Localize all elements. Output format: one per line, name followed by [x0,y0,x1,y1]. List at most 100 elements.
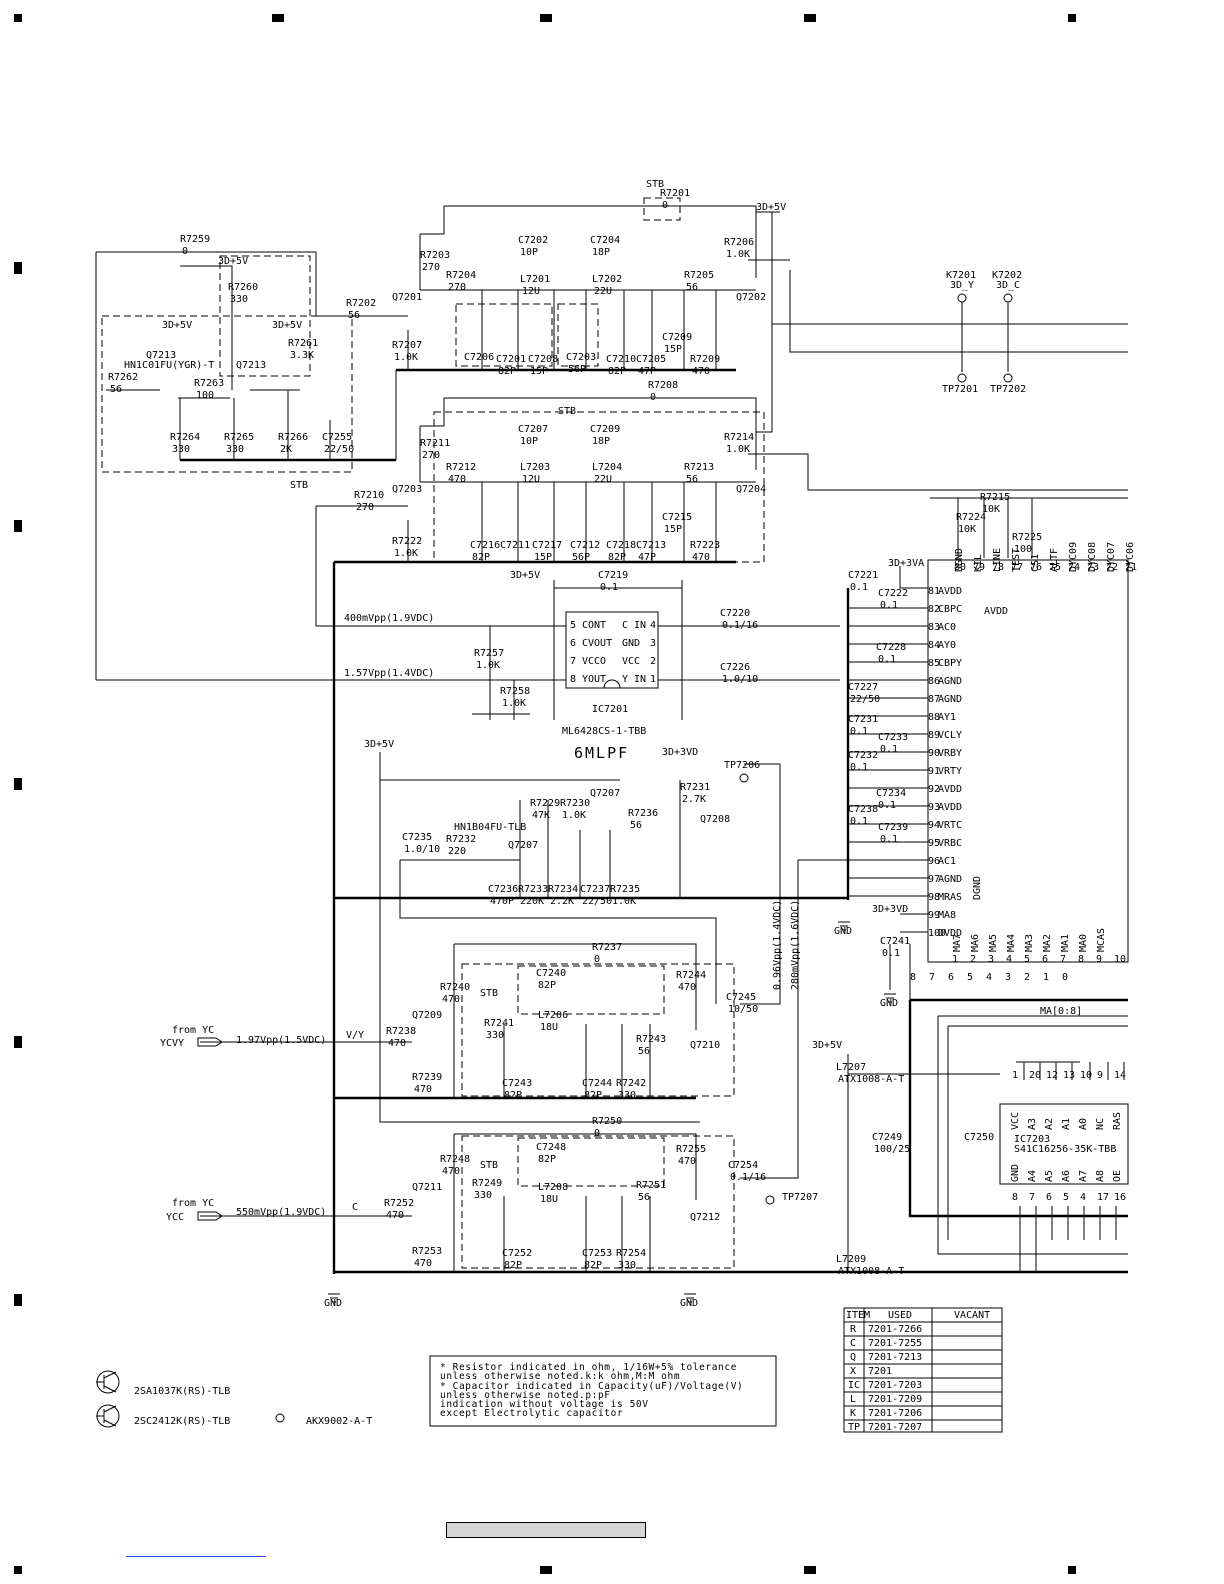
main-ic-pin-number: 90 [928,748,940,759]
ic7201-pin-name: GND [622,638,640,649]
main-ic-pin-name: VRBY [938,748,962,759]
component-ref: R7213 [684,462,714,473]
ic7203-pin-number: 20 [1029,1070,1041,1081]
table-cell: 7201-7255 [868,1338,922,1349]
ic7201-pin-number: 7 [570,656,576,667]
component-ref: R7236 [628,808,658,819]
bus-tap-number: 3 [1005,972,1011,983]
note-line: unless otherwise noted.k:k ohm,M:M ohm [440,1371,680,1382]
main-ic-pin-number: 76 [1030,562,1042,573]
component-ref: C7233 [878,732,908,743]
registration-marks [14,14,1076,1574]
component-value: 0.1 [882,948,900,959]
component-value: 12U [522,286,540,297]
component-value: 0 [594,1128,600,1139]
ic7203-part: S41C16256-35K-TBB [1014,1144,1116,1155]
main-ic-pin-number: 80 [954,562,966,573]
signal-level: V/Y [346,1030,364,1041]
component-ref: R7215 [980,492,1010,503]
component-ref: C7226 [720,662,750,673]
component-value: 82P [504,1090,522,1101]
test-jack-ref: K7201 [946,270,976,281]
component-ref: C7236 [488,884,518,895]
component-ref: C7243 [502,1078,532,1089]
component-ref: L7209 [836,1254,866,1265]
component-value: 0 [650,392,656,403]
component-value: 10K [982,504,1000,515]
main-ic-pin-name: MRAS [938,892,962,903]
component-value: 18P [592,436,610,447]
ic7203-pin-number: 12 [1046,1070,1058,1081]
main-ic-pin-number: 10 [1114,954,1126,965]
main-ic-pin-number: 2 [970,954,976,965]
legend-transistor-npn: 2SC2412K(RS)-TLB [134,1416,230,1427]
main-ic-pin-number: 100 [928,928,946,939]
ic7201 [565,611,659,689]
component-value: 10P [520,247,538,258]
bus-tap-number: 1 [1043,972,1049,983]
component-value: 330 [618,1090,636,1101]
component-ref: R7264 [170,432,200,443]
component-value: 10K [958,524,976,535]
main-ic-pin-number: 94 [928,820,940,831]
ic7203-pin-name: RAS [1112,1112,1123,1130]
ground-symbols [328,921,896,1303]
bus-tap-number: 5 [967,972,973,983]
component-value: 2.7K [682,794,706,805]
component-value: 56 [110,384,122,395]
component-value: 22U [594,474,612,485]
rail-5v: 3D+5V [756,202,786,213]
component-value: 220 [448,846,466,857]
component-ref: L7207 [836,1062,866,1073]
main-ic-pin-number: 8 [1078,954,1084,965]
component-value: 1.0/10 [722,674,758,685]
component-ref: Q7209 [412,1010,442,1021]
component-value: 56 [638,1192,650,1203]
component-ref: C7202 [518,235,548,246]
component-ref: C7232 [848,750,878,761]
component-value: 1.0K [726,249,750,260]
main-ic-pin-name: AVDD [938,802,962,813]
component-value: 1.0K [394,548,418,559]
component-ref: L7208 [538,1182,568,1193]
component-value: 1.0K [562,810,586,821]
ground-label: GND [834,926,852,937]
ic7201-pin-name: CVOUT [582,638,612,649]
ic7203-pin-name: NC [1095,1118,1106,1130]
component-ref: R7244 [676,970,706,981]
component-ref: R7210 [354,490,384,501]
component-value: 0.1 [600,582,618,593]
component-ref: R7266 [278,432,308,443]
component-ref: R7250 [592,1116,622,1127]
component-ref: C7212 [570,540,600,551]
component-ref: TP7207 [782,1192,818,1203]
component-ref: Q7211 [412,1182,442,1193]
component-value: 1.0/10 [404,844,440,855]
component-ref: C7204 [590,235,620,246]
component-value: 56P [568,364,586,375]
component-ref: R7207 [392,340,422,351]
component-ref: R7232 [446,834,476,845]
component-value: 3.3K [290,350,314,361]
table-cell: 7201-7207 [868,1422,922,1433]
component-ref: Q7212 [690,1212,720,1223]
component-ref: C7254 [728,1160,758,1171]
stb-label: STB [558,406,576,417]
ic7201-pin-number: 2 [650,656,656,667]
main-ic-pin-number: 98 [928,892,940,903]
component-ref: R7252 [384,1198,414,1209]
component-ref: R7205 [684,270,714,281]
signal-level: 1.97Vpp(1.5VDC) [236,1035,326,1046]
component-ref: C7248 [536,1142,566,1153]
component-value: 18P [592,247,610,258]
ic7203-pin-name: A4 [1027,1170,1038,1182]
main-ic-pin-name: MA0 [1078,934,1089,952]
component-ref: R7261 [288,338,318,349]
component-value: 0 [594,954,600,965]
component-value: 100 [1014,544,1032,555]
component-ref: R7231 [680,782,710,793]
component-value: 0.1 [850,816,868,827]
component-ref: R7212 [446,462,476,473]
component-value: 1.0K [726,444,750,455]
component-value: 0.1 [880,834,898,845]
